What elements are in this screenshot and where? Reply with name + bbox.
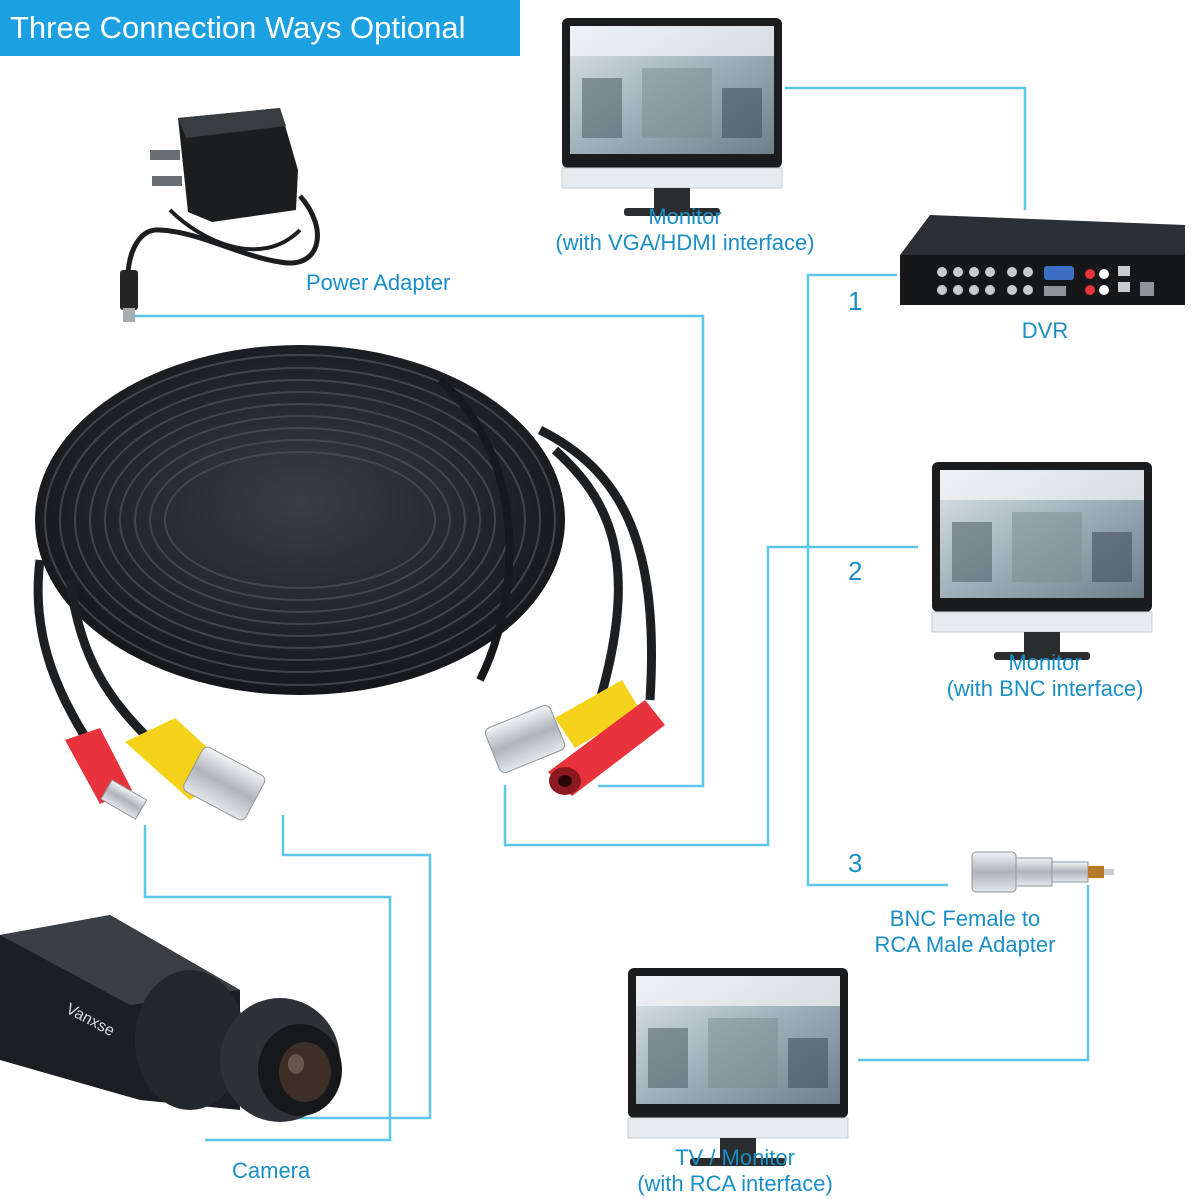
label-camera: Camera xyxy=(232,1158,311,1183)
cable-coil xyxy=(33,345,657,763)
left-bnc-plug xyxy=(125,718,266,821)
dvr-unit xyxy=(900,215,1185,305)
connection-lines xyxy=(135,86,1090,1142)
label-monitor-vga: Monitor (with VGA/HDMI interface) xyxy=(520,204,850,256)
monitor-vga-hdmi xyxy=(561,17,783,217)
label-dvr: DVR xyxy=(1021,318,1069,343)
power-adapter xyxy=(120,108,320,322)
line-way-1 xyxy=(806,273,948,887)
way-number-2: 2 xyxy=(848,556,863,586)
label-tv-line1: TV / Monitor xyxy=(675,1145,795,1170)
right-bnc-plug xyxy=(484,680,640,774)
camera: Vanxse xyxy=(0,915,342,1122)
monitor-bnc xyxy=(931,461,1153,661)
line-power-adapter xyxy=(135,314,705,788)
right-power-jack xyxy=(548,700,665,796)
way-number-1: 1 xyxy=(848,286,863,316)
tv-monitor-rca xyxy=(627,967,849,1167)
left-power-plug xyxy=(65,728,148,820)
label-bnc-rca-adapter: BNC Female to RCA Male Adapter xyxy=(845,906,1085,958)
label-tv-monitor: TV / Monitor (with RCA interface) xyxy=(605,1145,865,1197)
line-vga-monitor xyxy=(785,86,1027,210)
label-monitor-bnc-line2: (with BNC interface) xyxy=(946,676,1144,701)
label-adapter-line1: BNC Female to xyxy=(889,906,1041,931)
line-camera-power xyxy=(143,825,392,1142)
label-adapter-line2: RCA Male Adapter xyxy=(874,932,1056,957)
way-number-3: 3 xyxy=(848,848,863,878)
line-way-2 xyxy=(503,545,918,847)
page-title: Three Connection Ways Optional xyxy=(0,0,520,56)
bnc-rca-adapter xyxy=(971,851,1114,893)
label-monitor-bnc-line1: Monitor xyxy=(1008,650,1082,675)
label-power-adapter: Power Adapter xyxy=(306,270,451,295)
label-monitor-bnc: Monitor (with BNC interface) xyxy=(915,650,1175,702)
label-monitor-vga-line1: Monitor xyxy=(648,204,722,229)
line-way-3 xyxy=(858,885,1090,1062)
label-tv-line2: (with RCA interface) xyxy=(637,1171,833,1196)
label-monitor-vga-line2: (with VGA/HDMI interface) xyxy=(555,230,815,255)
line-camera-video xyxy=(265,815,432,1120)
